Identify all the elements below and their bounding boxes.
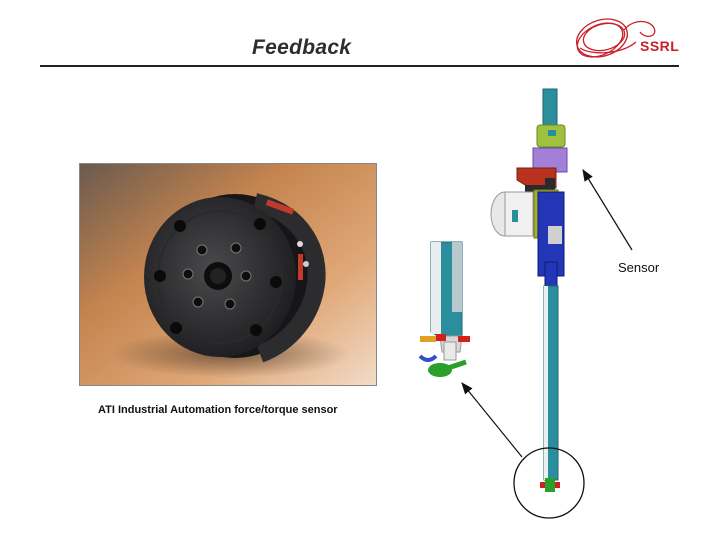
- left-link: [418, 241, 470, 377]
- photo-caption: ATI Industrial Automation force/torque s…: [98, 404, 338, 416]
- title-divider: [40, 65, 679, 67]
- sensor-photo: [79, 163, 377, 386]
- sensor-arrow: [582, 168, 633, 251]
- logo-wordmark: SSRL: [640, 38, 680, 54]
- right-link: [490, 88, 568, 492]
- gripper-arrow: [461, 382, 523, 458]
- slide-title: Feedback: [252, 36, 352, 59]
- gripper-highlight: [513, 447, 585, 519]
- sensor-label: Sensor: [618, 260, 660, 275]
- ssrl-logo-icon: [576, 18, 656, 58]
